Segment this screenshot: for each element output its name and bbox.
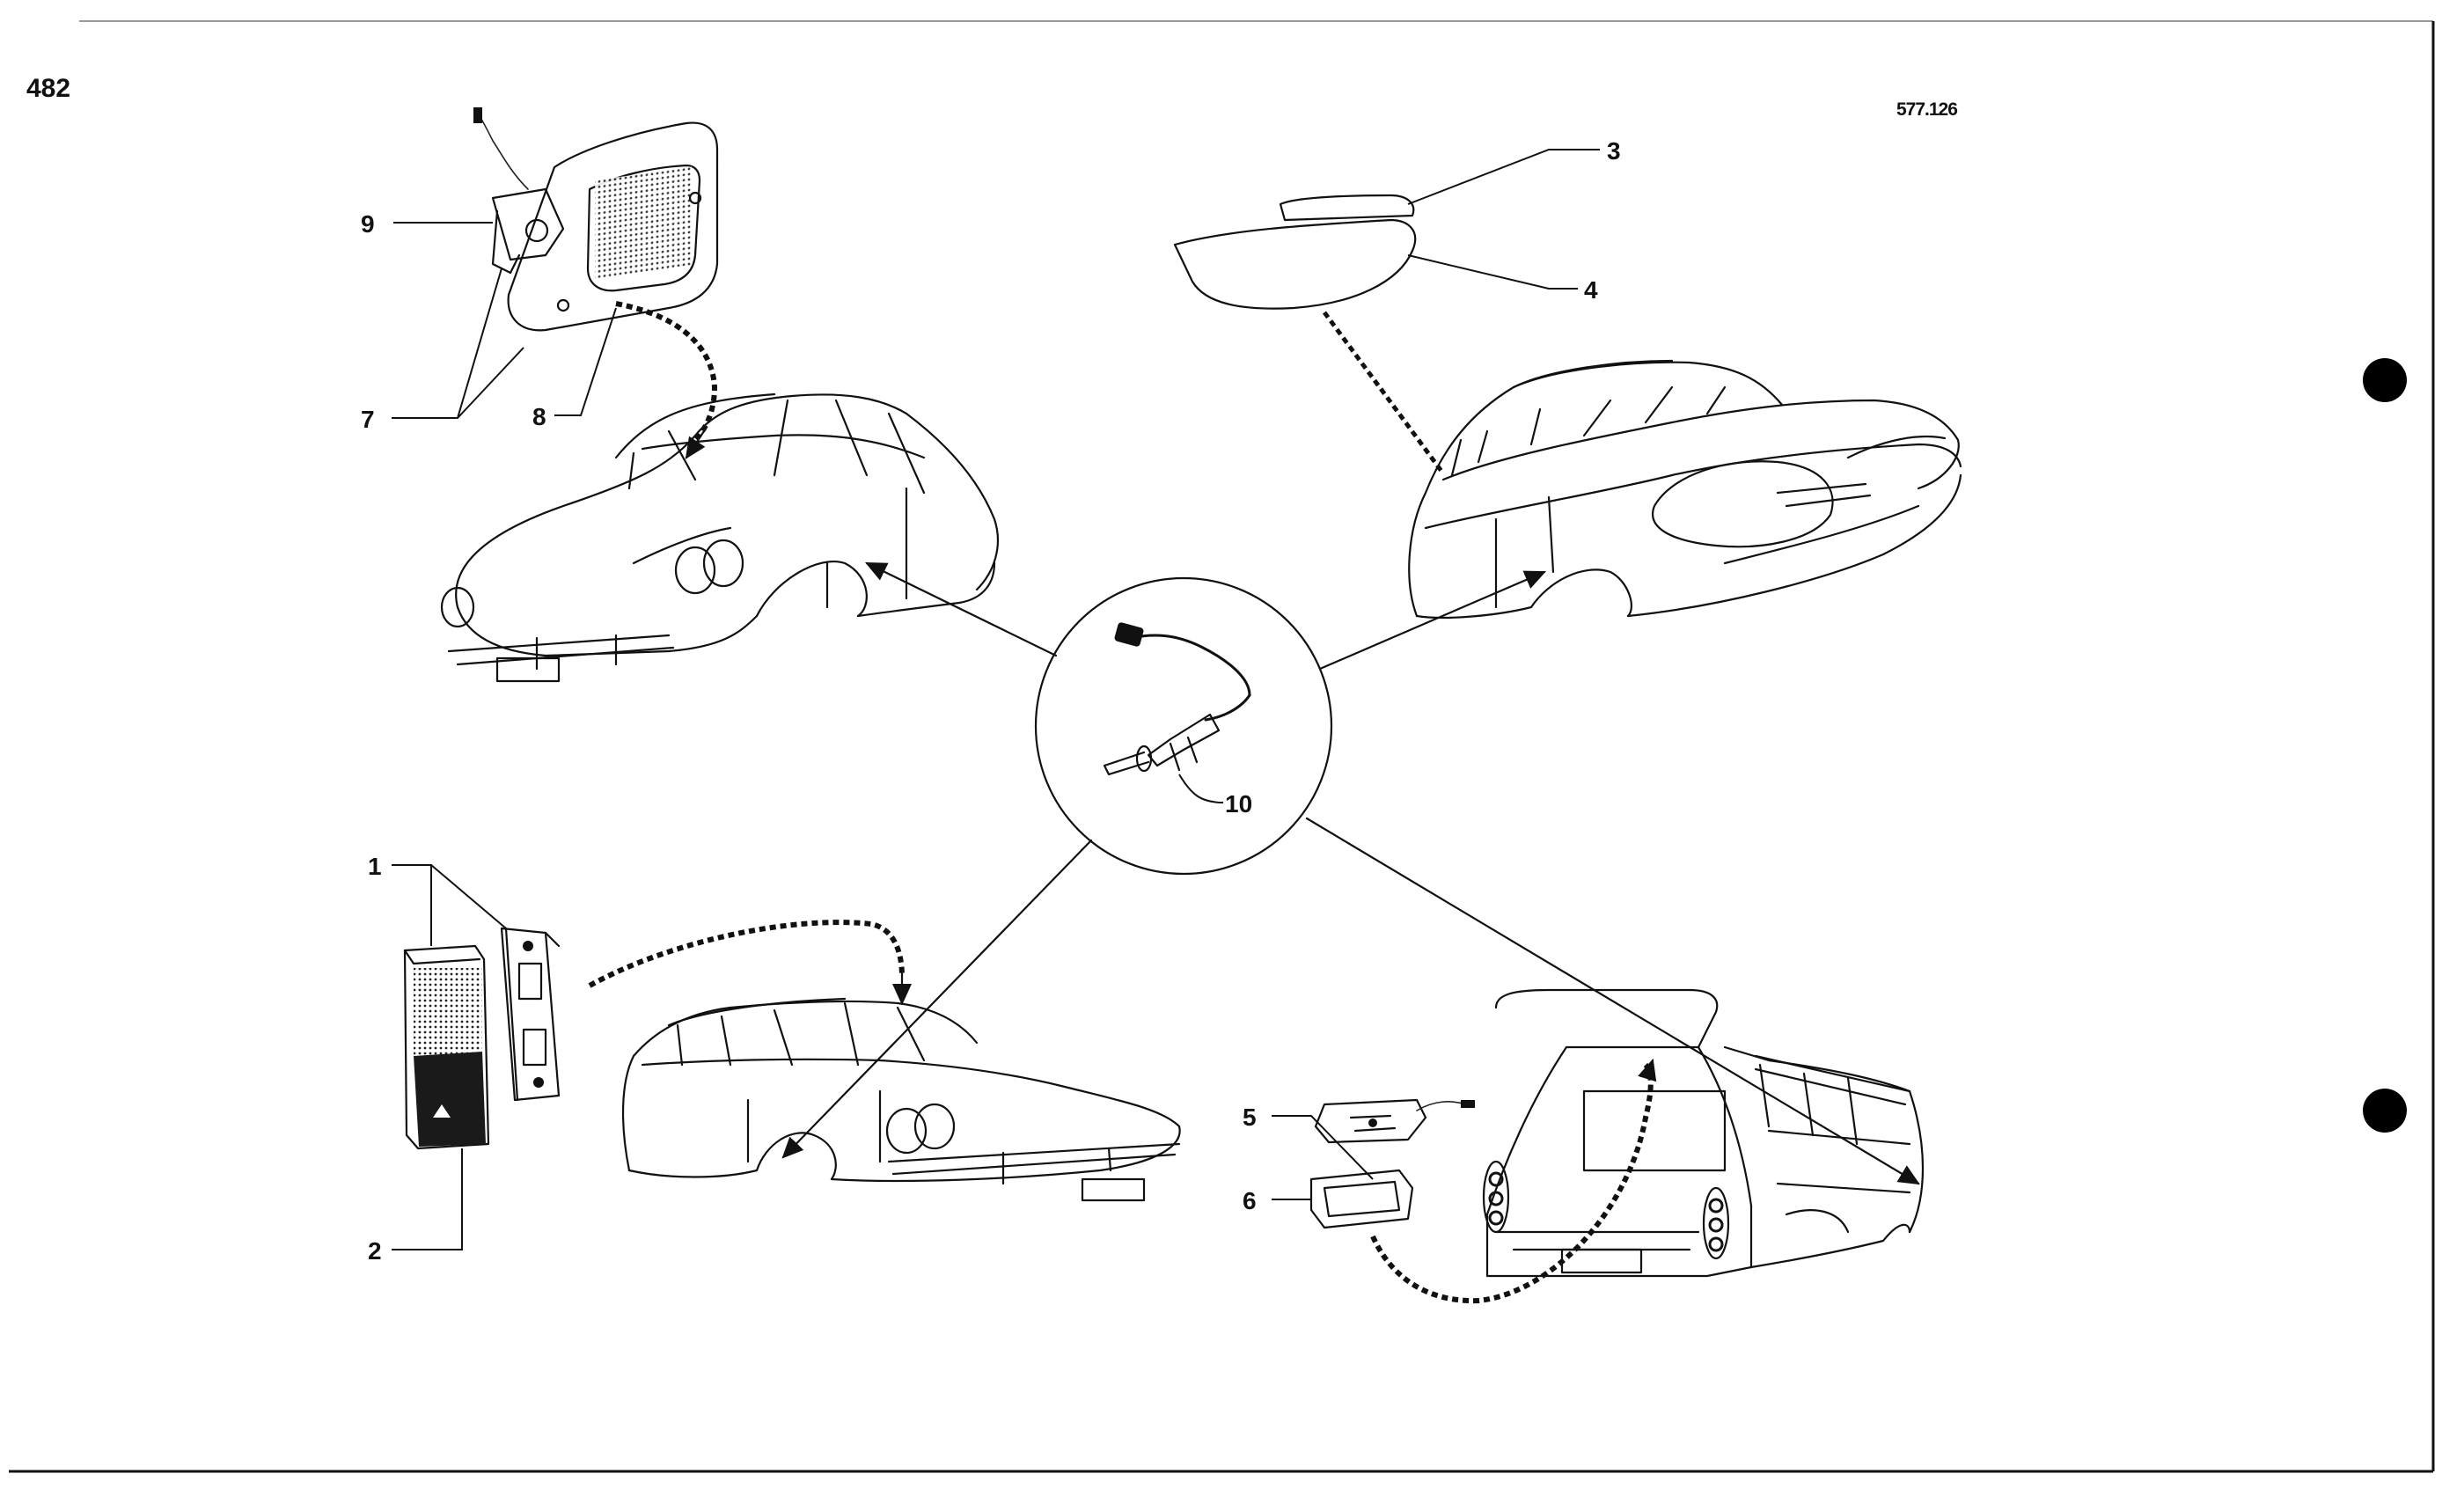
leader-1 (392, 864, 507, 946)
callout-7: 7 (361, 406, 375, 433)
car-bottom-left (621, 997, 1181, 1202)
dash-path-lamp-to-car1 (615, 301, 718, 443)
callout-6: 6 (1243, 1187, 1257, 1214)
car-top-left (440, 392, 999, 683)
callout-2: 2 (368, 1237, 382, 1265)
arrow-to-car-top-left (865, 561, 1058, 657)
interior-lamp-front (473, 107, 719, 332)
dash-path-bootlamp-to-car4 (1370, 1062, 1654, 1304)
binder-hole-top (2363, 358, 2407, 402)
callout-9: 9 (361, 210, 375, 238)
dash-path-doorlamp-to-car3 (588, 920, 905, 988)
callout-8: 8 (532, 403, 546, 430)
callout-5: 5 (1243, 1104, 1257, 1131)
callout-3: 3 (1607, 137, 1621, 165)
car-bottom-right (1482, 988, 1925, 1278)
callout-1: 1 (368, 853, 382, 880)
leader-5 (1272, 1115, 1374, 1180)
binder-hole-bottom (2363, 1089, 2407, 1133)
boot-lamp (1309, 1098, 1475, 1229)
leader-4 (1407, 254, 1578, 290)
dash-path-lens-to-car2 (1322, 311, 1446, 475)
interior-lamp-rear (1173, 194, 1417, 310)
leader-3 (1407, 149, 1600, 205)
arrow-to-car-bottom-left (781, 839, 1093, 1159)
center-detail-circle (1034, 576, 1333, 876)
arrow-to-car-bottom-right (1305, 817, 1920, 1185)
page-number: 482 (26, 74, 71, 103)
car-top-right (1408, 359, 1962, 620)
arrow-to-car-top-right (1318, 570, 1547, 671)
leader-8 (554, 307, 617, 416)
leader-7 (392, 268, 524, 419)
door-lamp (403, 927, 561, 1150)
callout-4: 4 (1584, 276, 1598, 304)
reference-code: 577.126 (1896, 99, 1958, 120)
callout-10: 10 (1225, 790, 1252, 818)
leader-2 (392, 1148, 463, 1250)
